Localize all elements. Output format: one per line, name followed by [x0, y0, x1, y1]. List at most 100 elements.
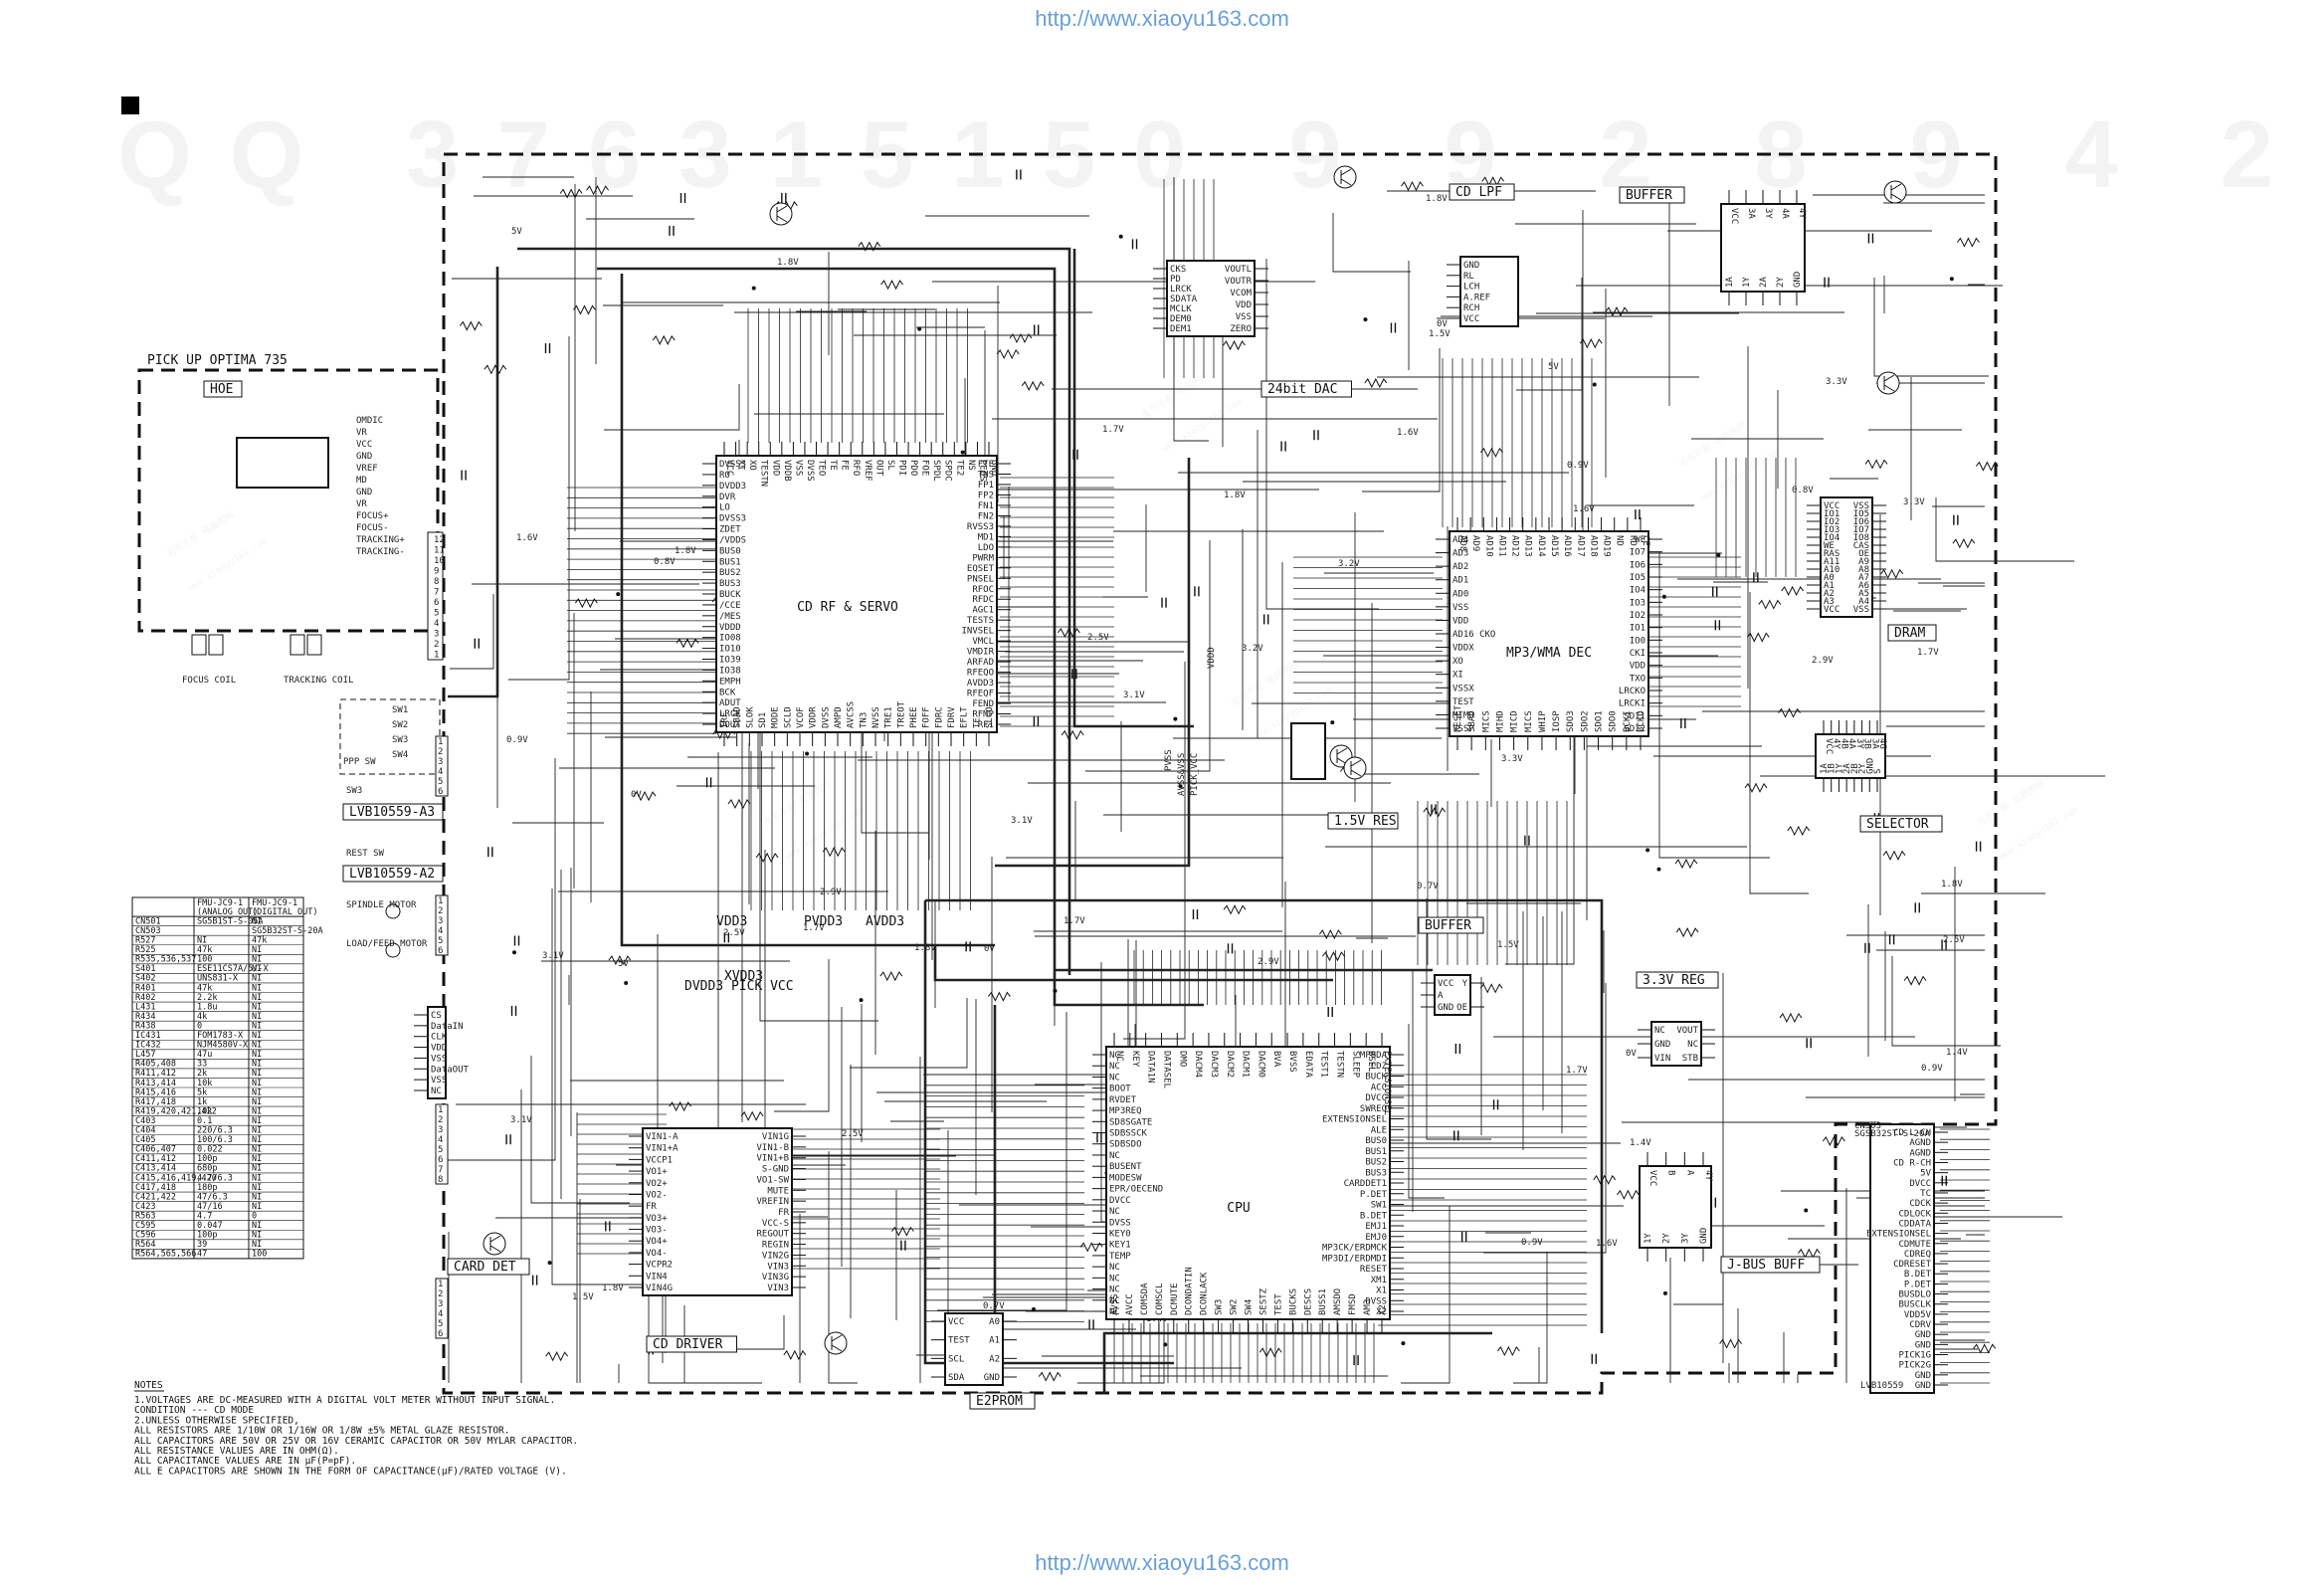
board-a3-tag-frame: [342, 803, 444, 821]
voltage-tag: 1.6V: [516, 533, 538, 543]
pin-label: AD9: [1470, 535, 1480, 551]
pin-label: MP3CK/ERDMCK: [1322, 1244, 1388, 1254]
resistor: [586, 185, 609, 196]
pin-label: VSS: [793, 460, 803, 476]
pin-label: AMSDO: [1333, 1288, 1343, 1315]
pin-label: VSS: [1853, 501, 1869, 511]
resistor: [633, 790, 657, 802]
voltage-tag: 0V: [984, 944, 995, 954]
resistor: [1779, 1012, 1803, 1024]
pin-label: SESTZ: [1259, 1287, 1268, 1315]
voltage-tag: 1.8V: [602, 1284, 624, 1293]
pin-label: LRCKI: [1619, 699, 1646, 709]
pin-label: NC: [1109, 1274, 1120, 1284]
table-cell: 47: [197, 1250, 207, 1260]
signal-wire: [1332, 213, 1411, 273]
pin-label: DVDD3: [719, 482, 746, 492]
pin-label: EFLT: [960, 706, 970, 728]
transistor: [483, 1232, 506, 1256]
signal-wire: [530, 1056, 630, 1204]
pin-label: VCCP1: [646, 1155, 673, 1165]
pin-label: RVDET: [1109, 1095, 1137, 1105]
pickup-pin: TRACKING-: [356, 547, 405, 557]
switch-box: [339, 698, 441, 775]
signal-wire: [1483, 983, 1607, 1254]
resistor: [880, 279, 903, 291]
table-cell: NI: [252, 1060, 262, 1070]
voltage-tag: 1.7V: [803, 923, 825, 933]
pick-vcc-label: PICK_VCC: [1190, 753, 1200, 796]
pin-label: MCLK: [1170, 304, 1192, 314]
resistor: [652, 334, 676, 346]
pin-label: SL: [885, 460, 895, 471]
table-cell: ESE11CS7A/5/-X: [197, 964, 270, 974]
pin-label: Y: [1462, 979, 1468, 989]
pin-label: NC: [1109, 1073, 1120, 1083]
junction: [1656, 867, 1661, 872]
pin-label: IO4: [1630, 586, 1646, 596]
pin-label: SDO2: [1580, 710, 1590, 732]
pin-label: GND: [989, 460, 999, 476]
pin-label: CD L-CH: [1893, 1128, 1931, 1138]
pin-label: VDDB: [782, 460, 792, 482]
pin-label: VCOF: [796, 706, 806, 728]
pin-label: MODE: [771, 706, 781, 728]
pin-label: 4B: [1839, 738, 1848, 749]
watermark-site: www.xiaoyu163.com: [783, 805, 866, 862]
pin-label: CS: [431, 1011, 442, 1021]
pin-label: A.REF: [1463, 293, 1490, 302]
pin-label: 3A: [1869, 738, 1879, 749]
pin-label: X2: [1376, 1307, 1387, 1317]
pin-label: BUS2: [1365, 1158, 1387, 1168]
table-cell: 100: [252, 1250, 267, 1260]
pin-label: RVSS3: [967, 522, 994, 532]
pin-label: BVSS: [1287, 1051, 1297, 1073]
buffer-mid-tag-frame: [1418, 916, 1484, 934]
pin-label: VIN4G: [646, 1284, 673, 1293]
pin-label: CE: [1641, 535, 1650, 546]
voltage-tag: 0.7V: [983, 1301, 1005, 1311]
table-cell: NI: [252, 1079, 262, 1088]
pin-label: IO4: [1824, 533, 1840, 543]
pin-label: VO1+: [646, 1167, 668, 1177]
signal-wire: [1749, 592, 1809, 894]
pin-label: EMJ0: [1365, 1233, 1387, 1243]
side-pin: 3: [438, 1125, 443, 1135]
table-cell: C595: [135, 1221, 155, 1231]
junction: [547, 1261, 552, 1266]
pin-label: A: [1438, 991, 1444, 1001]
table-cell: 39: [197, 1240, 207, 1250]
dram-tag-text: DRAM: [1894, 626, 1925, 641]
table-cell: R405,408: [135, 1060, 176, 1070]
junction: [1178, 784, 1183, 789]
cd-rf-chip-label: CD RF & SERVO: [797, 600, 898, 615]
pin-label: CDDATA: [1898, 1219, 1931, 1229]
table-cell: NI: [252, 1202, 262, 1212]
pin-label: FOE: [920, 460, 930, 476]
xvdd3-label: XVDD3: [724, 969, 763, 984]
buffer-top-tag: BUFFER: [1619, 186, 1685, 204]
pin-label: MIMD: [1452, 710, 1474, 720]
pin-label: LDO: [978, 543, 994, 553]
pin-label: XO: [747, 460, 757, 471]
side-pin: 6: [438, 946, 443, 956]
resistor: [727, 798, 751, 810]
pickup-ic-body: [236, 437, 329, 489]
selector-tag-text: SELECTOR: [1866, 817, 1929, 832]
pin-label: NC: [1109, 1296, 1120, 1306]
junction: [1118, 234, 1123, 239]
pin-label: 1Y: [1742, 277, 1752, 288]
side-pin: 2: [438, 747, 443, 757]
pin-label: SW4: [1245, 1299, 1255, 1315]
resistor: [1079, 1242, 1103, 1253]
resistor: [1719, 1338, 1742, 1349]
pin-label: NC: [1109, 1051, 1120, 1061]
pin-label: FOFF: [922, 706, 932, 728]
switch-label: SW3: [392, 735, 408, 745]
pin-label: VMCL: [972, 637, 994, 647]
resistor: [545, 1351, 569, 1362]
pin-label: SLOK: [745, 706, 755, 728]
resistor: [1746, 632, 1770, 643]
cn503-part: SGSB32ST-S-20A: [1854, 1129, 1930, 1139]
pin-label: GND: [1699, 1228, 1709, 1244]
